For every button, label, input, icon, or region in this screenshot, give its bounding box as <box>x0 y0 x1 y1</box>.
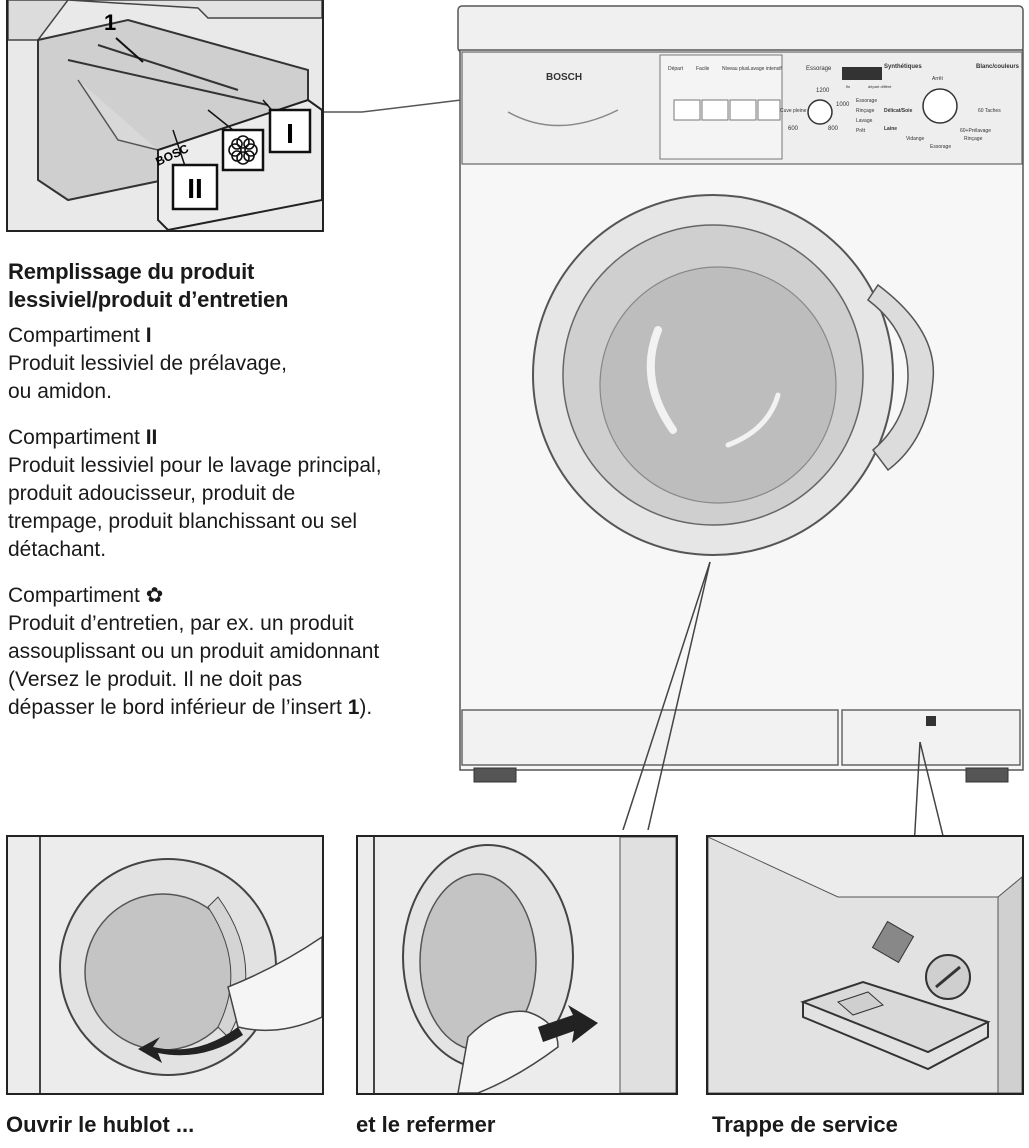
svg-text:Essorage: Essorage <box>856 98 877 104</box>
svg-text:800: 800 <box>828 126 839 132</box>
spin-dial[interactable] <box>807 99 833 125</box>
svg-text:Cuve pleine: Cuve pleine <box>780 108 807 114</box>
service-hatch-panel <box>706 835 1024 1095</box>
svg-text:Arrêt: Arrêt <box>932 76 943 82</box>
compartment-3-title: Compartiment ✿ <box>8 584 164 607</box>
svg-text:Rinçage: Rinçage <box>964 136 983 142</box>
svg-text:départ différé: départ différé <box>868 84 892 89</box>
dispenser-drawer-panel: 1 II I BOSC <box>6 0 324 232</box>
dispenser-callout-line <box>324 95 495 113</box>
svg-text:1200: 1200 <box>816 88 830 94</box>
door-glass <box>599 266 837 504</box>
washing-machine-illustration: BOSCH Départ Facile Niveau plus Lavage i… <box>457 5 1024 783</box>
easy-button[interactable] <box>701 99 729 121</box>
washing-machine: BOSCH Départ Facile Niveau plus Lavage i… <box>428 0 1029 783</box>
svg-text:Délicat/Soie: Délicat/Soie <box>884 108 913 114</box>
svg-text:Prêt: Prêt <box>856 128 866 134</box>
display-screen <box>842 67 882 80</box>
svg-text:60+Prélavage: 60+Prélavage <box>960 128 991 134</box>
svg-text:1000: 1000 <box>836 102 850 108</box>
svg-text:60 Taches: 60 Taches <box>978 108 1001 114</box>
svg-text:600: 600 <box>788 126 799 132</box>
filling-instructions: Remplissage du produit lessiviel/produit… <box>8 258 448 722</box>
level-plus-button[interactable] <box>729 99 757 121</box>
compartment-1-title: Compartiment I <box>8 324 152 347</box>
svg-text:Lavage intensif: Lavage intensif <box>748 66 782 72</box>
svg-text:Essorage: Essorage <box>930 144 951 150</box>
service-hatch-illustration <box>708 837 1022 1093</box>
section-heading: Remplissage du produit lessiviel/produit… <box>8 259 289 312</box>
compartment-2-title: Compartiment II <box>8 426 158 449</box>
compartment-2-block: Compartiment II Produit lessiviel pour l… <box>8 424 448 564</box>
start-button[interactable] <box>673 99 701 121</box>
svg-text:Facile: Facile <box>696 66 710 72</box>
flower-icon <box>228 135 258 165</box>
caption-open-door: Ouvrir le hublot ... <box>6 1112 195 1137</box>
door-callout-lines <box>622 561 711 830</box>
machine-brand: BOSCH <box>546 72 582 83</box>
svg-text:Blanc/couleurs: Blanc/couleurs <box>976 64 1020 70</box>
insert-label: 1 <box>104 10 116 35</box>
svg-text:Niveau plus: Niveau plus <box>722 66 749 72</box>
compartment-1-block: Compartiment I Produit lessiviel de prél… <box>8 322 448 406</box>
intensive-button[interactable] <box>757 99 781 121</box>
door-handle[interactable] <box>866 283 935 472</box>
svg-text:Synthétiques: Synthétiques <box>884 64 922 70</box>
program-buttons <box>673 99 781 121</box>
hatch-callout-lines <box>913 741 947 849</box>
svg-text:Laine: Laine <box>884 126 897 132</box>
close-door-panel <box>356 835 678 1095</box>
open-door-panel <box>6 835 324 1095</box>
compartment-2-label: II <box>187 173 203 204</box>
caption-service-hatch: Trappe de service <box>712 1112 898 1137</box>
flower-icon: ✿ <box>145 584 164 607</box>
svg-text:Vidange: Vidange <box>906 136 924 142</box>
close-door-illustration <box>358 837 676 1093</box>
program-dial[interactable] <box>922 88 958 124</box>
compartment-1-label: I <box>286 118 294 149</box>
svg-text:Rinçage: Rinçage <box>856 108 875 114</box>
compartment-3-block: Compartiment ✿ Produit d’entretien, par … <box>8 582 448 722</box>
svg-text:fin: fin <box>846 84 850 89</box>
open-door-illustration <box>8 837 322 1093</box>
svg-text:Essorage: Essorage <box>806 66 832 72</box>
svg-text:Lavage: Lavage <box>856 118 873 124</box>
dispenser-drawer-illustration: 1 II I BOSC <box>8 0 322 230</box>
svg-text:Départ: Départ <box>668 66 684 72</box>
caption-close-door: et le refermer <box>356 1112 496 1137</box>
